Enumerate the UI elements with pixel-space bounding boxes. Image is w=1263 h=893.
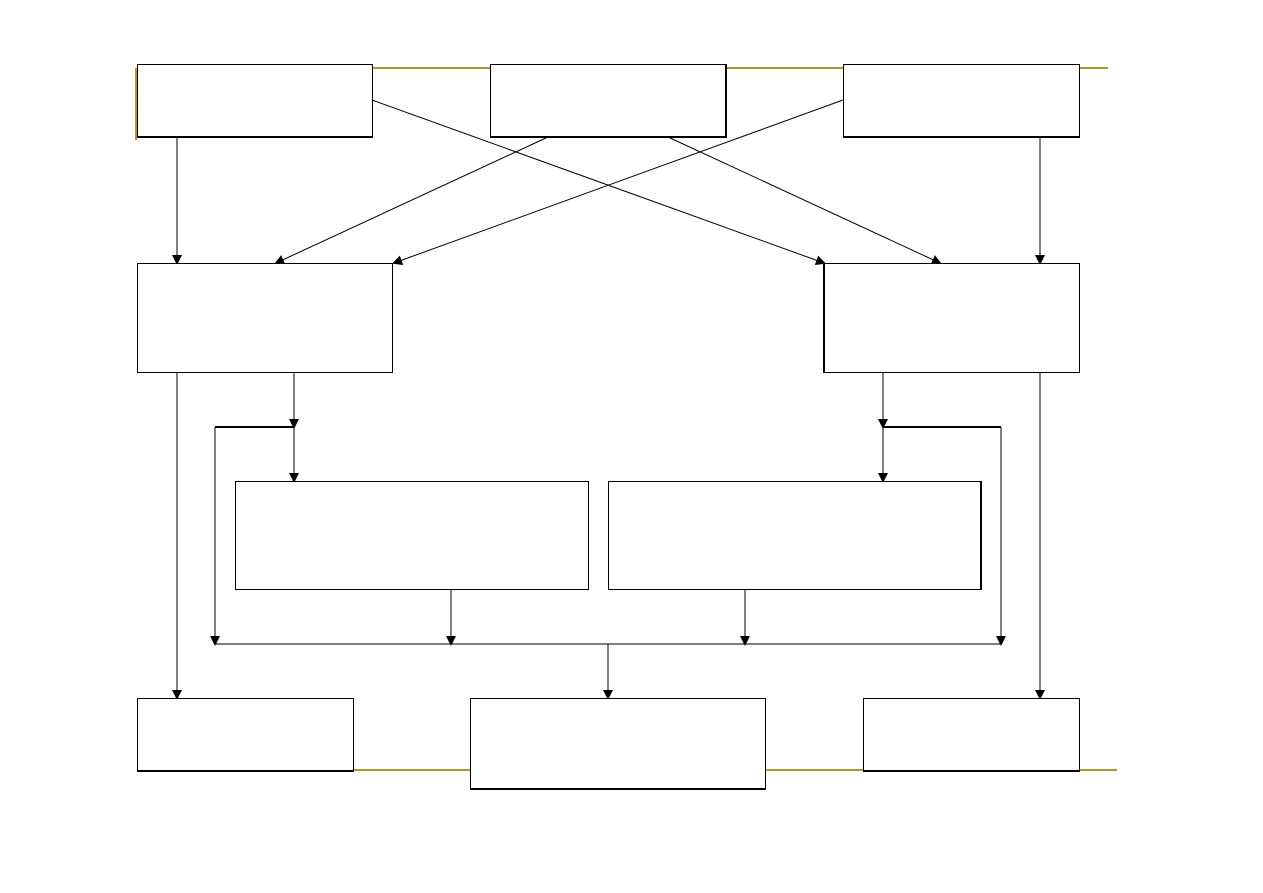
bottom-right-box bbox=[863, 698, 1080, 772]
inner-left-box bbox=[235, 481, 589, 590]
bottom-left-box bbox=[137, 698, 354, 772]
mid-right-box bbox=[823, 263, 1080, 373]
top-left-box bbox=[137, 64, 373, 138]
mid-left-box bbox=[137, 263, 393, 373]
top-right-box bbox=[843, 64, 1080, 138]
bottom-center-box bbox=[470, 698, 766, 790]
arrow-topright-to-midleft bbox=[392, 99, 844, 265]
arrow-topcenter-to-midleft bbox=[274, 136, 549, 265]
accent-lines bbox=[135, 67, 1117, 771]
arrow-topleft-to-midright bbox=[371, 99, 826, 265]
inner-right-box bbox=[608, 481, 982, 590]
top-center-box bbox=[490, 64, 727, 138]
arrow-topcenter-to-midright bbox=[667, 136, 942, 265]
